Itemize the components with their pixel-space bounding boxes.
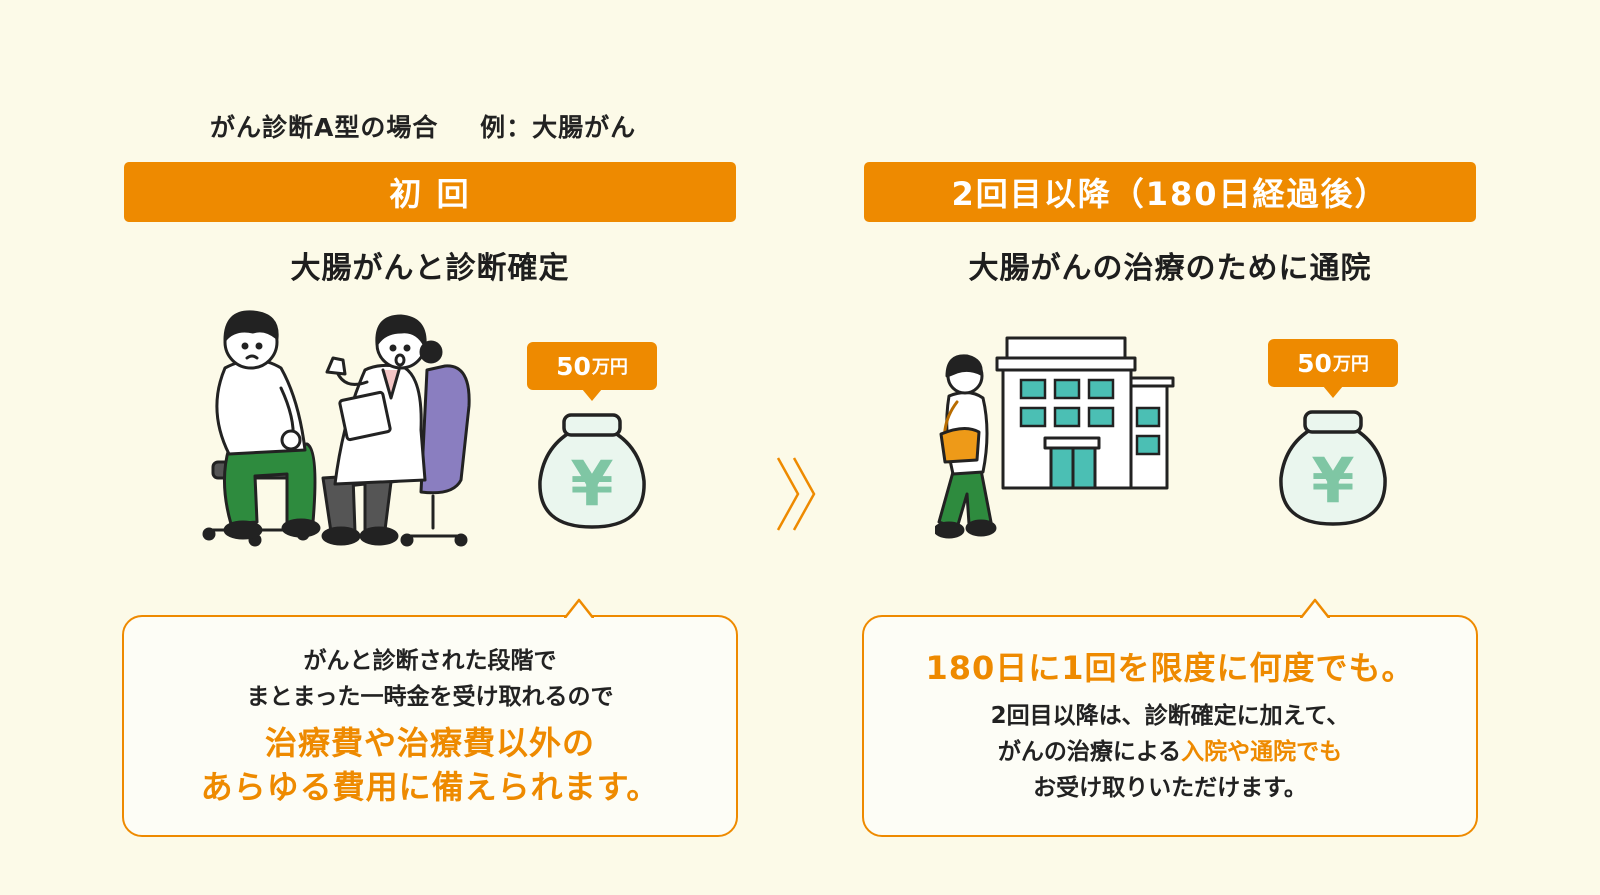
right-bubble-line2-prefix: がんの治療による bbox=[997, 739, 1182, 765]
right-bubble-line1: 2回目以降は、診断確定に加えて、 bbox=[990, 703, 1350, 729]
plan-type-label: がん診断A型の場合 bbox=[210, 113, 439, 142]
right-bubble-pointer bbox=[1300, 598, 1330, 618]
left-bubble-highlight2: あらゆる費用に備えられます。 bbox=[200, 768, 660, 806]
second-time-header-label: 2回目以降（180日経過後） bbox=[951, 175, 1389, 213]
left-bubble-line2: まとまった一時金を受け取れるので bbox=[246, 684, 614, 710]
left-money-bag-icon: ¥ bbox=[538, 413, 646, 529]
first-time-subtitle: 大腸がんと診断確定 bbox=[290, 251, 570, 286]
right-bubble-line2: がんの治療による入院や通院でも bbox=[998, 734, 1342, 770]
right-amount-number: 50 bbox=[1297, 348, 1332, 378]
second-time-header: 2回目以降（180日経過後） bbox=[864, 162, 1476, 222]
left-amount-unit: 万円 bbox=[591, 357, 628, 378]
example-label: 例：大腸がん bbox=[480, 113, 637, 142]
right-yen-symbol: ¥ bbox=[1311, 444, 1354, 517]
second-time-benefit-bubble: 180日に1回を限度に何度でも。 2回目以降は、診断確定に加えて、 がんの治療に… bbox=[862, 598, 1478, 837]
double-chevron-right-icon bbox=[776, 457, 816, 531]
plan-note: がん診断A型の場合 例：大腸がん bbox=[210, 108, 636, 144]
right-amount-unit: 万円 bbox=[1332, 354, 1369, 375]
first-time-benefit-bubble: がんと診断された段階で まとまった一時金を受け取れるので 治療費や治療費以外の … bbox=[122, 598, 738, 837]
right-bubble-line2-highlight: 入院や通院でも bbox=[1181, 739, 1343, 765]
patient-doctor-illustration bbox=[202, 310, 471, 547]
left-bubble-pointer bbox=[564, 598, 594, 618]
first-time-header: 初 回 bbox=[124, 162, 736, 222]
left-bubble-line1: がんと診断された段階で bbox=[303, 648, 557, 674]
right-bubble-line3: お受け取りいただけます。 bbox=[1033, 775, 1307, 801]
left-yen-symbol: ¥ bbox=[570, 447, 613, 520]
left-amount-number: 50 bbox=[556, 351, 591, 381]
second-time-subtitle: 大腸がんの治療のために通院 bbox=[968, 251, 1372, 286]
hospital-visit-illustration bbox=[935, 336, 1175, 539]
left-bubble-highlight1: 治療費や治療費以外の bbox=[264, 724, 595, 762]
right-bubble-headline: 180日に1回を限度に何度でも。 bbox=[925, 649, 1415, 687]
first-time-header-label: 初 回 bbox=[389, 175, 471, 213]
right-money-bag-icon: ¥ bbox=[1279, 410, 1387, 526]
